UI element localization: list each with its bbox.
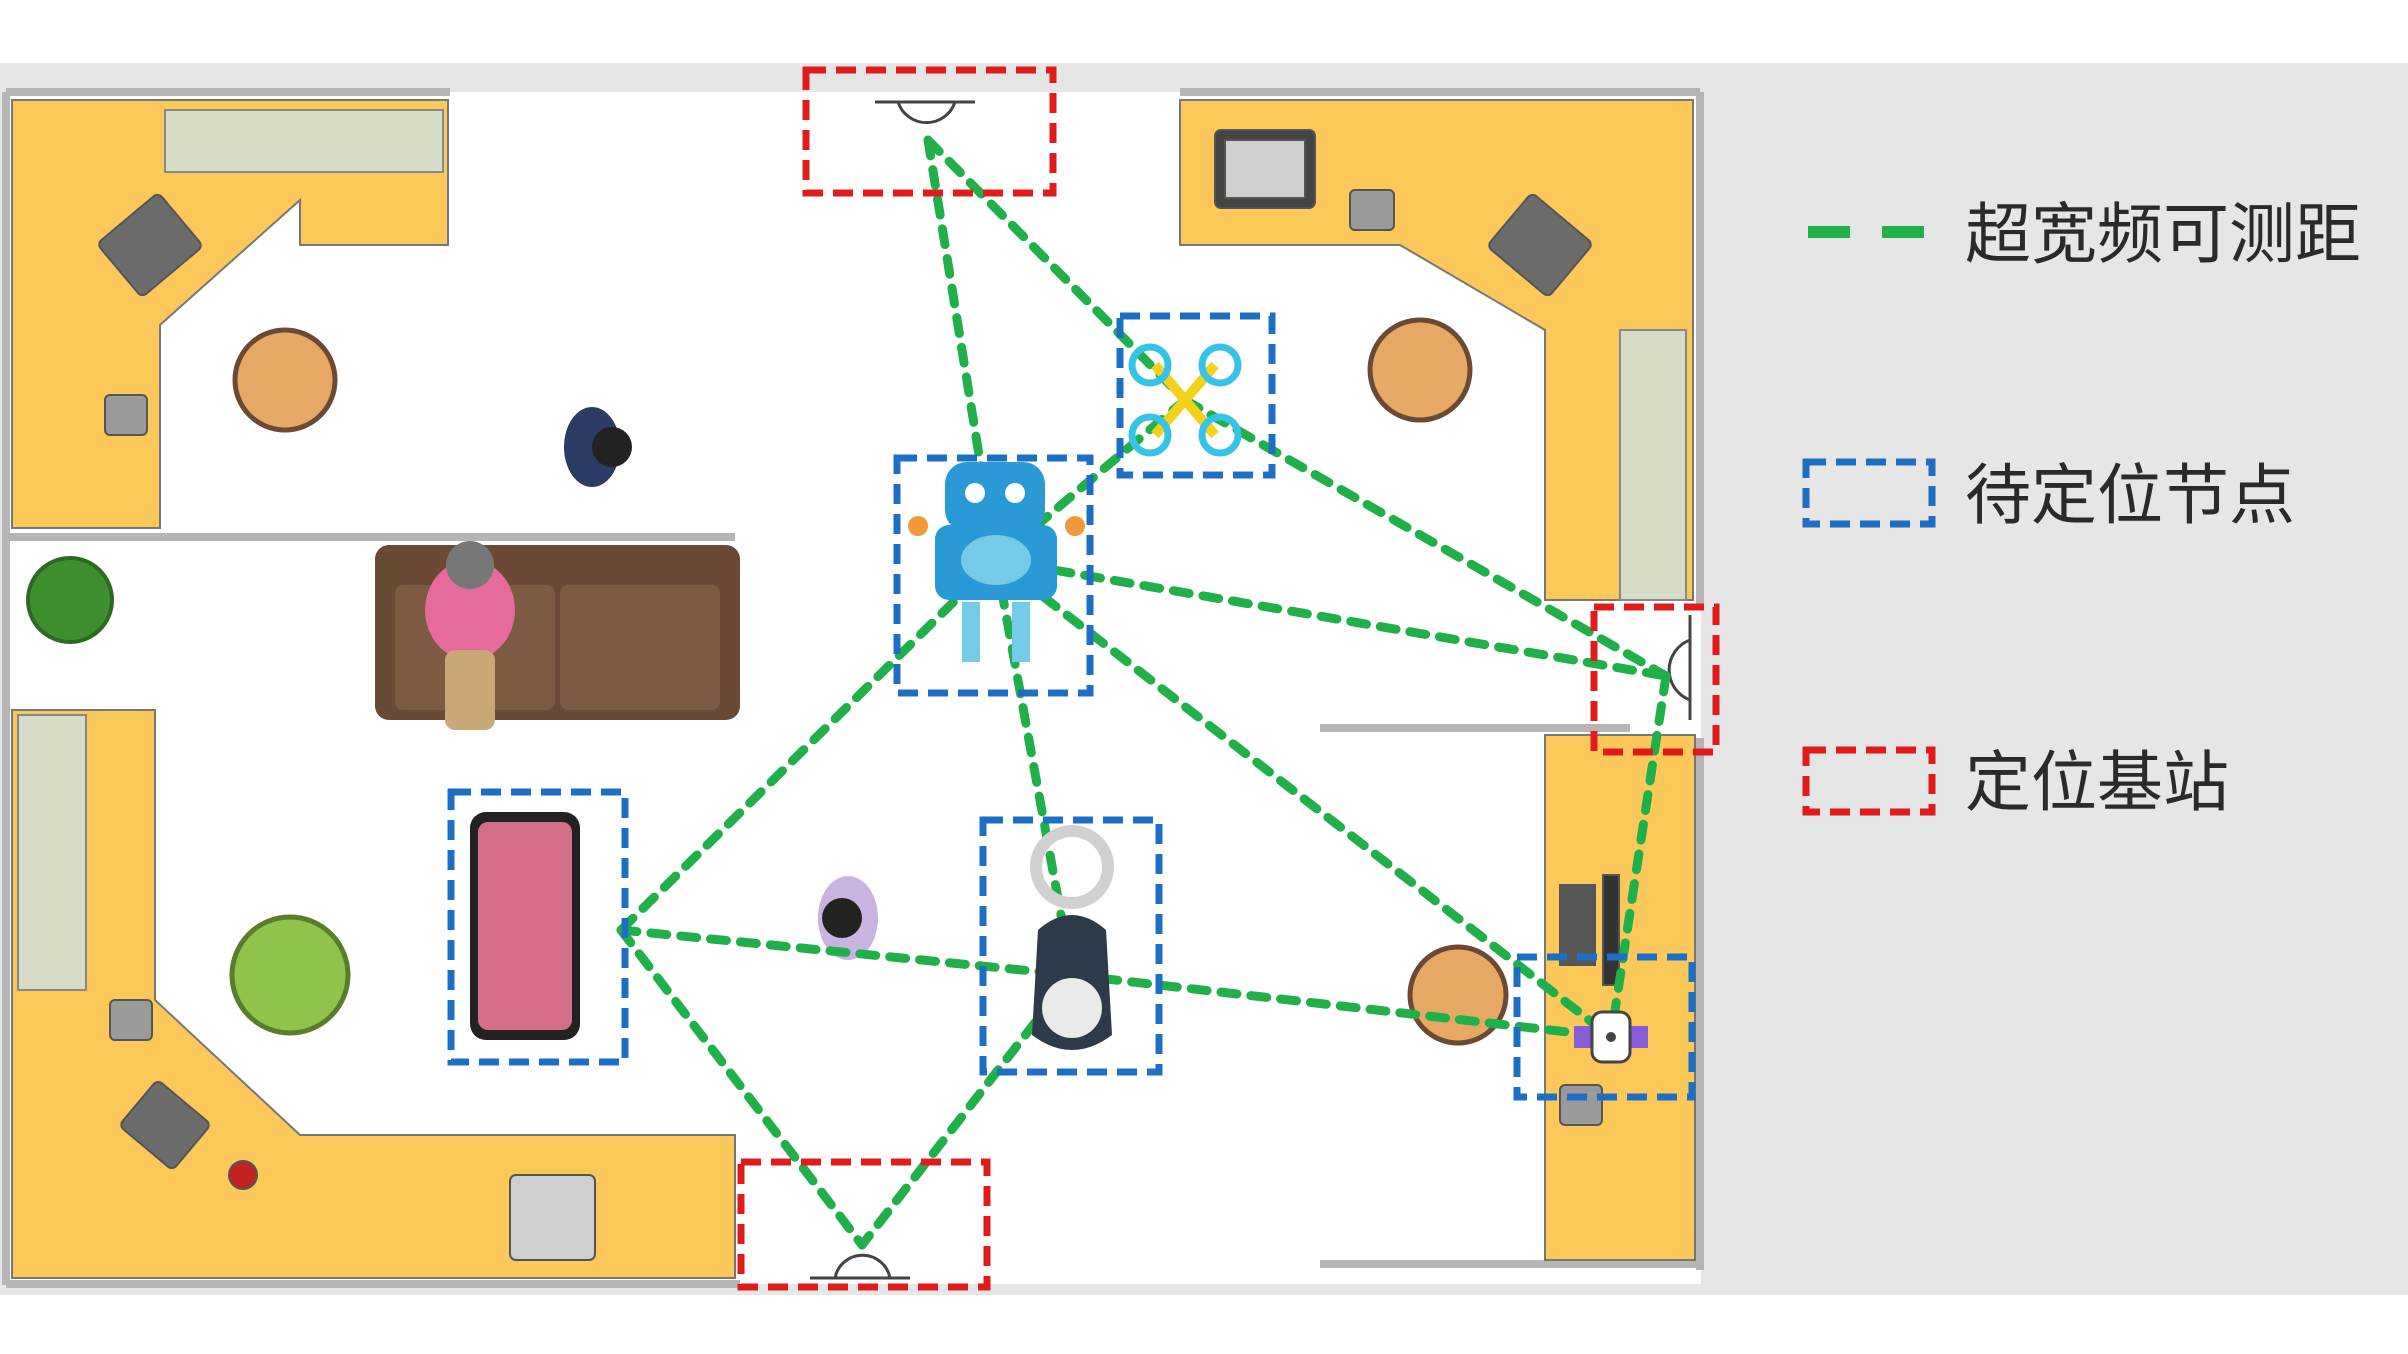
ranging-link-smartphone-airtag	[616, 925, 1077, 980]
smartphone-device	[470, 812, 580, 1040]
legend-swatch-pending	[1802, 458, 1936, 528]
walls	[2, 88, 1704, 1288]
base-station-top	[802, 66, 1057, 197]
legend: 超宽频可测距 待定位节点 定位基站	[1802, 196, 2361, 821]
ranging-link-smartphone-bottom-door	[616, 925, 867, 1250]
airtag-device	[1030, 825, 1114, 1050]
legend-swatch-station	[1802, 746, 1936, 816]
legend-label-uwb: 超宽频可测距	[1965, 196, 2361, 273]
smartwatch-device	[1574, 1010, 1648, 1064]
plant	[26, 556, 114, 644]
chairs	[229, 317, 1509, 1046]
ranging-link-robot-smartwatch	[991, 555, 1616, 1042]
ranging-link-robot-right-door	[991, 555, 1671, 681]
base-station-bottom	[737, 1158, 991, 1291]
legend-label-station: 定位基站	[1965, 744, 2229, 821]
ranging-link-top-door-robot	[923, 135, 1001, 565]
pending-node-airtag	[979, 816, 1163, 1076]
ranging-link-drone-right-door	[1180, 395, 1671, 681]
door-arcs	[810, 100, 1692, 1280]
pending-node-drone	[1116, 312, 1276, 479]
station-boxes	[737, 66, 1720, 1291]
ranging-link-top-door-drone	[923, 135, 1190, 405]
office-equipment	[98, 129, 1620, 1261]
robot-device	[908, 462, 1085, 662]
people	[425, 407, 878, 960]
pending-node-smartwatch	[1513, 953, 1696, 1101]
sofa	[375, 545, 740, 720]
pending-node-robot	[893, 454, 1094, 697]
drone-device	[1128, 343, 1242, 457]
ranging-link-right-door-smartwatch	[1606, 671, 1671, 1042]
office-floor	[6, 92, 1701, 1284]
pending-node-smartphone	[447, 788, 629, 1066]
ranging-link-robot-airtag	[991, 555, 1077, 980]
pending-boxes	[447, 312, 1696, 1101]
ranging-link-robot-smartphone	[616, 555, 1001, 935]
legend-label-pending: 待定位节点	[1965, 457, 2295, 534]
base-station-right	[1590, 603, 1720, 756]
